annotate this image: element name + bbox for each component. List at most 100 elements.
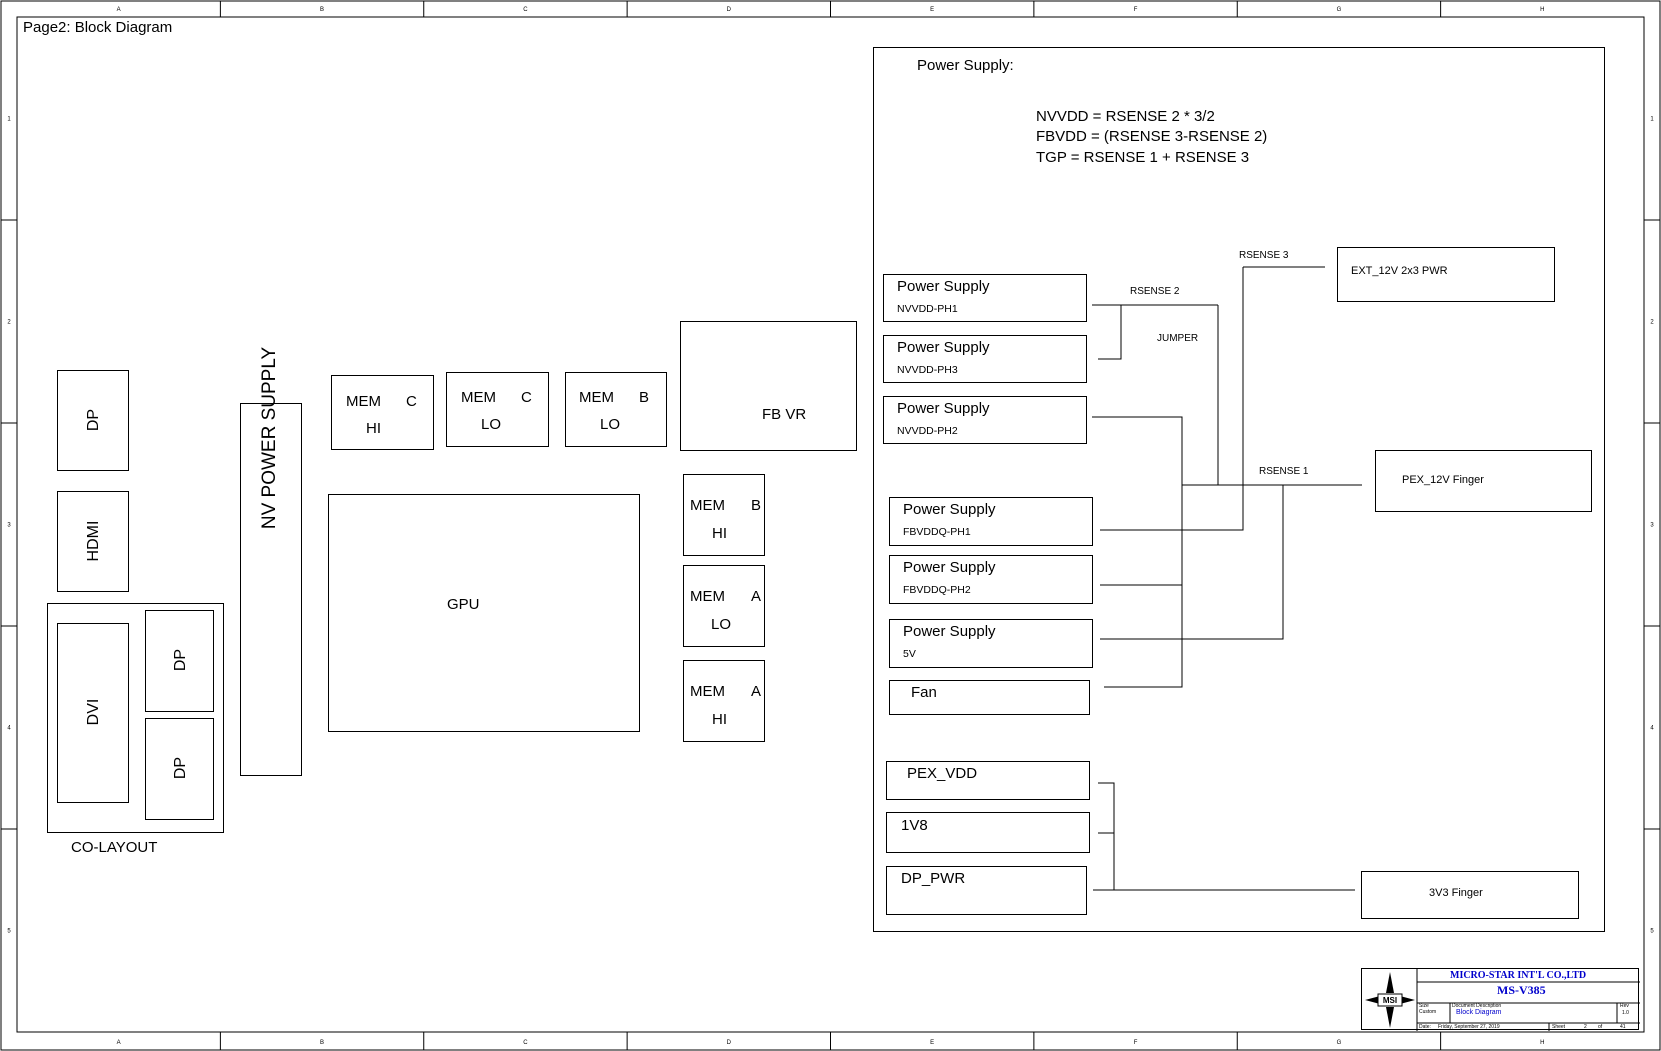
zone-column-label: G bbox=[1337, 7, 1342, 13]
3v3-finger-block: 3V3 Finger bbox=[1361, 871, 1579, 919]
mem-label: MEM bbox=[690, 683, 725, 700]
mem-half-label: HI bbox=[712, 711, 727, 728]
rev-label: Rev bbox=[1620, 1003, 1629, 1009]
fb-vr-label: FB VR bbox=[762, 406, 807, 423]
power-supply-nvvdd-ph1: Power Supply NVVDD-PH1 bbox=[883, 274, 1087, 322]
doc-desc-label: Document Description bbox=[1452, 1003, 1502, 1009]
sheet-label: Sheet bbox=[1552, 1024, 1566, 1030]
mem-label: MEM bbox=[690, 497, 725, 514]
fan-block: Fan bbox=[889, 680, 1090, 715]
rev-value: 1.0 bbox=[1622, 1010, 1629, 1016]
mem-label: MEM bbox=[690, 588, 725, 605]
nvvdd-ph2-fan-wire bbox=[1092, 416, 1183, 688]
of-value: 41 bbox=[1620, 1024, 1626, 1030]
model-number: MS-V385 bbox=[1497, 983, 1546, 997]
power-supply-title: Power Supply bbox=[897, 400, 990, 417]
title-block: MSI MICRO-STAR INT'L CO.,LTD MS-V385 Siz… bbox=[1361, 968, 1640, 1031]
rsense2-label: RSENSE 2 bbox=[1130, 286, 1180, 297]
fb-vr-block: FB VR bbox=[680, 321, 857, 451]
zone-row-label: 4 bbox=[7, 726, 11, 732]
zone-column-label: B bbox=[320, 7, 324, 13]
power-supply-title: Power Supply bbox=[903, 501, 996, 518]
zone-row-label: 3 bbox=[1650, 523, 1654, 529]
zone-row-label: 1 bbox=[1650, 117, 1654, 123]
mem-label: MEM bbox=[579, 389, 614, 406]
page-title: Page2: Block Diagram bbox=[23, 19, 173, 36]
msi-logo: MSI bbox=[1365, 972, 1415, 1028]
of-label: of bbox=[1598, 1024, 1603, 1030]
power-supply-title: Power Supply bbox=[897, 339, 990, 356]
nvvdd-equation: NVVDD = RSENSE 2 * 3/2 bbox=[1036, 108, 1215, 125]
fan-label: Fan bbox=[911, 684, 937, 701]
mem-half-label: HI bbox=[366, 420, 381, 437]
mem-bank-label: A bbox=[751, 588, 762, 605]
fbvdd-equation: FBVDD = (RSENSE 3-RSENSE 2) bbox=[1036, 128, 1268, 145]
zone-column-label: D bbox=[727, 1040, 732, 1046]
1v8-block: 1V8 bbox=[886, 812, 1090, 853]
pex-vdd-block: PEX_VDD bbox=[886, 761, 1090, 800]
3v3-finger-label: 3V3 Finger bbox=[1429, 887, 1483, 899]
dp-pwr-label: DP_PWR bbox=[901, 870, 966, 887]
mem-half-label: HI bbox=[712, 525, 727, 542]
zone-row-label: 2 bbox=[7, 320, 11, 326]
zone-column-label: F bbox=[1134, 7, 1138, 13]
power-supply-title: Power Supply bbox=[903, 623, 996, 640]
mem-half-label: LO bbox=[481, 416, 502, 433]
zone-column-label: F bbox=[1134, 1040, 1138, 1046]
power-supply-title: Power Supply bbox=[897, 278, 990, 295]
size-value: Custom bbox=[1419, 1009, 1437, 1015]
mem-bank-label: C bbox=[406, 393, 417, 410]
zone-column-label: D bbox=[727, 7, 732, 13]
zone-column-label: E bbox=[930, 7, 934, 13]
5v-wire bbox=[1100, 485, 1284, 640]
fbvddq-ph1-wire bbox=[1100, 305, 1244, 531]
power-supply-rail: 5V bbox=[903, 648, 916, 660]
co-layout-label: CO-LAYOUT bbox=[71, 839, 158, 856]
power-supply-nvvdd-ph2: Power Supply NVVDD-PH2 bbox=[883, 396, 1087, 444]
mem-b-hi-block: MEM B HI bbox=[683, 474, 765, 556]
power-supply-rail: NVVDD-PH1 bbox=[897, 303, 958, 315]
mem-label: MEM bbox=[461, 389, 496, 406]
dp-connector-1: DP bbox=[57, 370, 129, 471]
power-supply-rail: NVVDD-PH3 bbox=[897, 364, 958, 376]
mem-half-label: LO bbox=[711, 616, 732, 633]
power-supply-rail: FBVDDQ-PH2 bbox=[903, 584, 971, 596]
power-supply-fbvddq-ph2: Power Supply FBVDDQ-PH2 bbox=[889, 555, 1093, 604]
zone-row-label: 4 bbox=[1650, 726, 1654, 732]
gpu-label: GPU bbox=[447, 596, 480, 613]
zone-column-label: H bbox=[1540, 1040, 1544, 1046]
gpu-block: GPU bbox=[328, 494, 640, 732]
logo-text: MSI bbox=[1383, 996, 1397, 1005]
dvi-connector: DVI bbox=[57, 623, 129, 803]
mem-label: MEM bbox=[346, 393, 381, 410]
zone-column-label: B bbox=[320, 1040, 324, 1046]
zone-column-label: G bbox=[1337, 1040, 1342, 1046]
mem-bank-label: A bbox=[751, 683, 762, 700]
date-value: Friday, September 27, 2019 bbox=[1438, 1024, 1500, 1030]
size-label: Size bbox=[1419, 1003, 1429, 1009]
zone-column-label: C bbox=[523, 1040, 528, 1046]
nvvdd-ph3-wire bbox=[1098, 305, 1122, 360]
mem-b-lo-block: MEM B LO bbox=[565, 372, 667, 447]
date-label: Date: bbox=[1419, 1024, 1431, 1030]
rsense3-label: RSENSE 3 bbox=[1239, 250, 1289, 261]
mem-a-lo-block: MEM A LO bbox=[683, 565, 765, 647]
power-supply-fbvddq-ph1: Power Supply FBVDDQ-PH1 bbox=[889, 497, 1093, 546]
dp-connector-3: DP bbox=[145, 718, 214, 820]
dp-pwr-block: DP_PWR bbox=[886, 866, 1087, 915]
zone-column-label: C bbox=[523, 7, 528, 13]
power-supply-5v: Power Supply 5V bbox=[889, 619, 1093, 668]
title-block-grid bbox=[1416, 969, 1640, 1031]
rsense1-label: RSENSE 1 bbox=[1259, 466, 1309, 477]
zone-column-label: A bbox=[117, 7, 121, 13]
zone-column-label: H bbox=[1540, 7, 1544, 13]
power-supply-rail: NVVDD-PH2 bbox=[897, 425, 958, 437]
nv-power-supply-block bbox=[240, 403, 302, 776]
power-supply-title: Power Supply bbox=[903, 559, 996, 576]
power-supply-rail: FBVDDQ-PH1 bbox=[903, 526, 971, 538]
sheet-value: 2 bbox=[1584, 1024, 1587, 1030]
doc-desc-value: Block Diagram bbox=[1456, 1009, 1502, 1016]
jumper-label: JUMPER bbox=[1157, 333, 1199, 344]
